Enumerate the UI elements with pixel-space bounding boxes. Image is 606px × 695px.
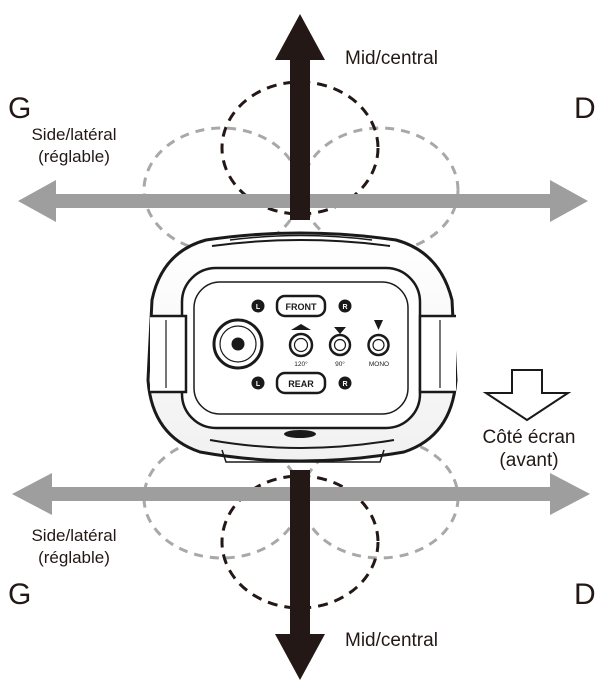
front-right-marker: R: [338, 299, 352, 313]
side-label-bottom-line1: Side/latéral: [31, 526, 116, 545]
side-label-top-line1: Side/latéral: [31, 125, 116, 144]
screen-side-label-line2: (avant): [499, 450, 558, 471]
side-label-top-line2: (réglable): [38, 147, 110, 166]
top-mid-arrow: [275, 14, 325, 220]
front-button[interactable]: FRONT: [275, 294, 327, 318]
rear-left-marker: L: [251, 376, 265, 390]
rear-button[interactable]: REAR: [275, 371, 327, 395]
right-label-bottom: D: [574, 578, 596, 611]
pattern-mono-label: MONO: [369, 361, 389, 368]
svg-text:R: R: [342, 381, 347, 388]
mid-label-bottom: Mid/central: [345, 630, 438, 651]
bottom-mid-arrow: [275, 470, 325, 680]
outline-down-arrow-icon: [482, 369, 572, 422]
top-side-pattern-right: [300, 126, 460, 254]
pattern-mono-button[interactable]: MONO: [367, 320, 390, 368]
left-label-top: G: [8, 92, 31, 125]
pattern-90-label: 90°: [335, 360, 345, 368]
bottom-mid-pattern: [220, 474, 380, 610]
pattern-120-label: 120°: [294, 360, 308, 368]
mid-label-top: Mid/central: [345, 48, 438, 69]
side-label-bottom-line2: (réglable): [38, 548, 110, 567]
svg-text:L: L: [256, 381, 261, 388]
front-left-marker: L: [251, 299, 265, 313]
top-mid-pattern: [220, 80, 380, 216]
rear-right-marker: R: [338, 376, 352, 390]
pattern-90-button[interactable]: 90°: [328, 327, 352, 368]
main-dial[interactable]: [212, 318, 264, 370]
right-label-top: D: [574, 92, 596, 125]
screen-side-label-line1: Côté écran: [483, 427, 576, 448]
left-label-bottom: G: [8, 578, 31, 611]
svg-text:R: R: [342, 304, 347, 311]
rear-button-label: REAR: [288, 379, 314, 389]
pattern-120-button[interactable]: 120°: [288, 324, 314, 368]
svg-text:L: L: [256, 304, 261, 311]
front-button-label: FRONT: [286, 302, 317, 312]
